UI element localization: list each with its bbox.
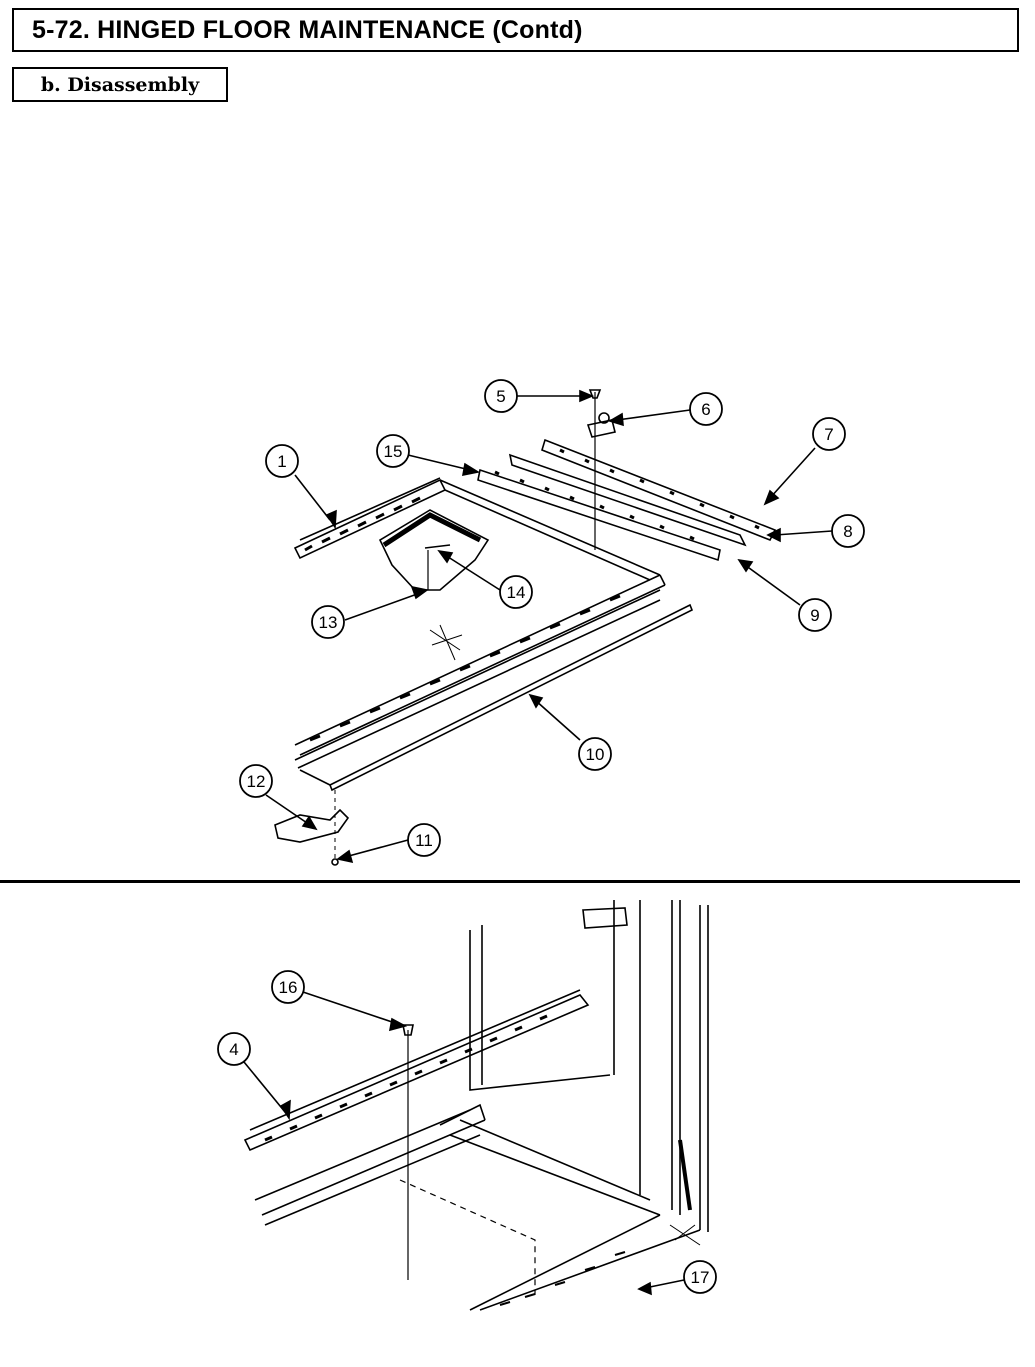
callout-4: 4 [229, 1040, 238, 1059]
callout-5: 5 [496, 387, 505, 406]
callout-13: 13 [319, 613, 338, 632]
subsection-title: b. Disassembly [40, 73, 200, 96]
figure-divider [0, 880, 1020, 883]
bottom-leader-lines [243, 991, 685, 1296]
top-callout-labels: 5 6 7 15 1 8 14 9 13 10 12 11 [247, 387, 853, 850]
callout-1: 1 [277, 452, 286, 471]
callout-11: 11 [415, 831, 433, 850]
bottom-callout-labels: 16 4 17 [229, 978, 709, 1287]
callout-14: 14 [507, 583, 526, 602]
subsection-title-box: b. Disassembly [12, 67, 228, 102]
callout-9: 9 [810, 606, 819, 625]
top-leader-lines [265, 389, 833, 864]
callout-12: 12 [247, 772, 266, 791]
callout-17: 17 [691, 1268, 710, 1287]
section-title: 5-72. HINGED FLOOR MAINTENANCE (Contd) [32, 15, 583, 44]
callout-16: 16 [279, 978, 298, 997]
bottom-callout-circles [217, 970, 717, 1294]
section-title-box: 5-72. HINGED FLOOR MAINTENANCE (Contd) [12, 8, 1019, 52]
top-callout-circles [239, 379, 865, 857]
callout-8: 8 [843, 522, 852, 541]
callout-7: 7 [824, 425, 833, 444]
callout-15: 15 [384, 442, 403, 461]
floor-frame-drawing [274, 389, 777, 866]
top-exploded-diagram: 5 6 7 15 1 8 14 9 13 10 12 11 [239, 379, 865, 866]
callout-6: 6 [701, 400, 710, 419]
door-frame-drawing [243, 900, 709, 1311]
callout-10: 10 [586, 745, 605, 764]
